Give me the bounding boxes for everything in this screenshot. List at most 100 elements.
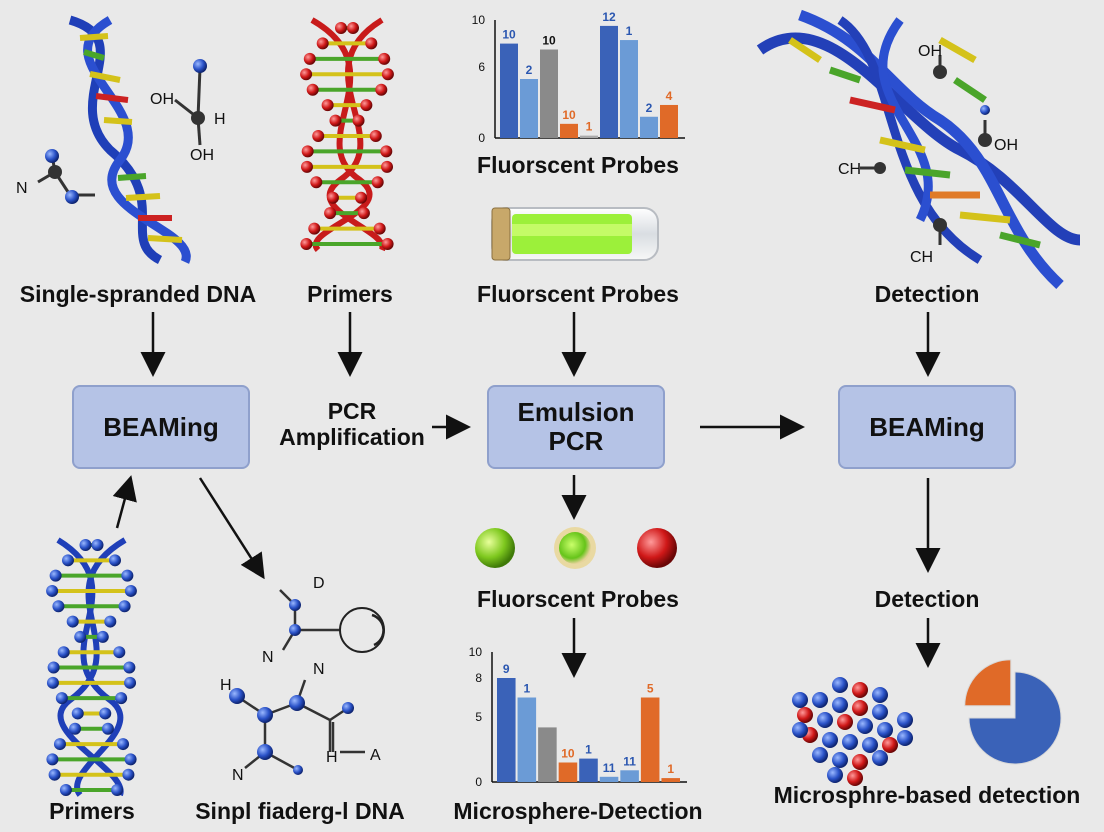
data-label: 10: [542, 34, 556, 48]
helix-bead: [347, 22, 359, 34]
helix-bead: [91, 539, 104, 551]
pie-slice: [964, 659, 1012, 707]
data-label: 12: [602, 10, 616, 24]
primers-helix-icon: [300, 17, 394, 252]
microsphere: [857, 718, 873, 734]
helix-bead: [117, 738, 130, 751]
bar: [497, 678, 516, 782]
helix-bead: [300, 160, 313, 173]
helix-bead: [375, 83, 388, 96]
data-label: 11: [603, 761, 616, 775]
label-primers-bottom: Primers: [49, 798, 135, 824]
microsphere: [792, 722, 808, 738]
microsphere: [842, 734, 858, 750]
probe-tube-icon: [491, 207, 659, 261]
label-microsphere-based-detection: Microsphre-based detection: [773, 782, 1081, 808]
helix-bead: [360, 99, 373, 112]
microsphere: [837, 714, 853, 730]
bar: [540, 49, 558, 138]
helix-bead: [99, 707, 112, 720]
helix-bead: [381, 68, 394, 81]
microsphere: [872, 750, 888, 766]
helix-bead: [321, 99, 334, 112]
helix-bead: [109, 554, 122, 567]
label-single-dna-bottom: Sinpl fiaderg-l DNA: [195, 798, 405, 824]
helix-bead: [74, 630, 87, 643]
helix-bead: [124, 676, 137, 689]
helix-bead: [48, 768, 61, 781]
molecule-structure-icon: [234, 589, 385, 772]
helix-bead: [306, 83, 319, 96]
helix-bead: [53, 738, 66, 751]
helix-bead: [312, 130, 325, 142]
detection-helix-icon: [756, 9, 1081, 290]
microsphere: [832, 697, 848, 713]
bar: [520, 79, 538, 138]
atom-label: H: [326, 749, 338, 766]
microsphere: [882, 737, 898, 753]
helix-bead: [115, 692, 128, 705]
helix-bead: [122, 768, 135, 781]
microsphere: [832, 677, 848, 693]
atom-label: D: [313, 575, 325, 592]
helix-bead: [61, 554, 74, 567]
data-label: 9: [503, 662, 510, 676]
data-label: 10: [561, 747, 575, 761]
atom-label: OH: [918, 43, 942, 60]
microsphere: [872, 704, 888, 720]
atom-label: N: [262, 649, 274, 666]
helix-bead: [113, 646, 126, 659]
primers-bottom-helix-icon: [46, 537, 137, 797]
data-label: 5: [647, 682, 654, 696]
data-label: 1: [667, 762, 674, 776]
atom-label: CH: [838, 161, 861, 178]
bar: [580, 135, 598, 138]
helix-bead: [329, 114, 342, 127]
bar: [517, 697, 537, 782]
dna-helix-icon: [37, 15, 207, 265]
helix-bead: [59, 784, 72, 796]
bar: [660, 104, 678, 138]
flow-arrows: [112, 312, 941, 678]
helix-bead: [373, 222, 386, 235]
helix-bead: [324, 207, 337, 220]
microsphere: [812, 692, 828, 708]
label-fluorescent-probes-beads: Fluorscent Probes: [477, 586, 679, 612]
helix-bead: [303, 52, 316, 65]
data-label: 2: [526, 63, 533, 77]
molecule-atoms-icon: [229, 599, 354, 775]
data-label: 10: [562, 108, 576, 122]
microsphere: [897, 712, 913, 728]
helix-bead: [57, 646, 70, 659]
helix-bead: [123, 661, 136, 674]
tick-label: 5: [475, 710, 482, 724]
detection-pie-chart: [964, 659, 1062, 765]
label-microsphere-detection: Microsphere-Detection: [453, 798, 703, 824]
microsphere: [852, 682, 868, 698]
tick-label: 10: [472, 13, 486, 27]
helix-bead: [381, 238, 394, 250]
helix-bead: [352, 114, 365, 127]
microsphere: [862, 737, 878, 753]
bar: [560, 123, 578, 138]
bar: [579, 758, 598, 782]
microsphere: [847, 770, 863, 786]
tick-label: 0: [478, 131, 485, 145]
helix-bead: [71, 707, 84, 720]
helix-bead: [124, 753, 137, 766]
helix-bead: [316, 37, 329, 50]
label-detection-top: Detection: [874, 281, 980, 307]
data-label: 1: [626, 24, 633, 38]
bar: [620, 770, 639, 782]
microsphere: [877, 722, 893, 738]
data-label: 10: [502, 28, 516, 42]
helix-bead: [69, 722, 82, 735]
tick-label: 6: [478, 60, 485, 74]
pie-slice: [968, 671, 1062, 765]
atom-label: N: [313, 661, 325, 678]
label-primers-top: Primers: [307, 281, 393, 307]
label-fluorescent-probes-tube: Fluorscent Probes: [477, 281, 679, 307]
